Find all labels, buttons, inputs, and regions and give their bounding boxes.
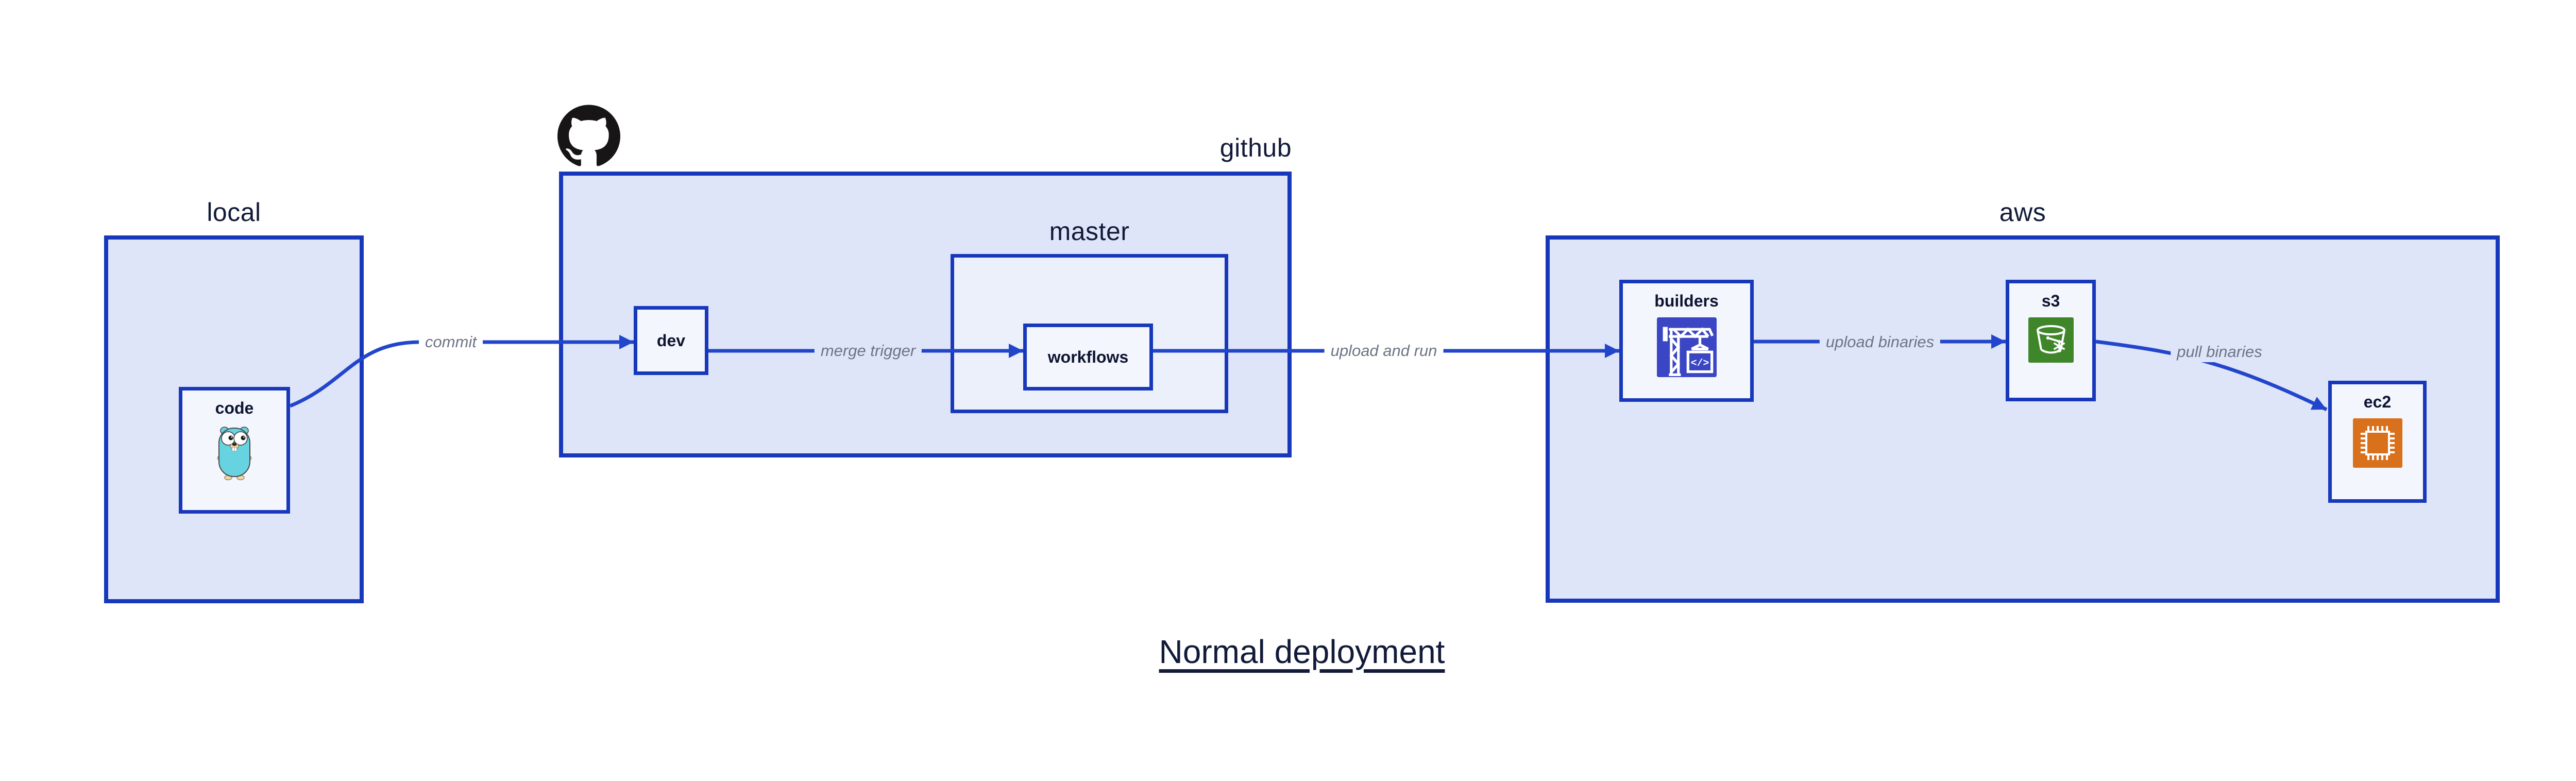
diagram-title: Normal deployment — [1159, 633, 1445, 670]
node-dev: dev — [634, 306, 708, 375]
node-workflows: workflows — [1023, 324, 1153, 390]
node-label-dev: dev — [656, 331, 686, 350]
group-label-aws: aws — [1999, 198, 2046, 227]
node-s3: s3 — [2006, 280, 2096, 401]
svg-text:</>: </> — [1690, 358, 1708, 369]
gopher-icon — [217, 427, 252, 480]
node-ec2: ec2 — [2328, 381, 2427, 503]
node-code: code — [179, 387, 290, 514]
node-builders: builders </> — [1619, 280, 1754, 402]
edge-label-pull-binaries: pull binaries — [2171, 342, 2268, 362]
ec2-chip-icon — [2352, 418, 2402, 468]
node-label-code: code — [215, 399, 254, 417]
github-octocat-icon — [557, 105, 620, 166]
group-label-github: github — [1219, 133, 1292, 162]
edge-label-upload-binaries: upload binaries — [1819, 332, 1941, 352]
edge-label-merge-trigger: merge trigger — [814, 341, 922, 361]
edge-label-commit: commit — [419, 332, 483, 352]
group-label-local: local — [207, 198, 261, 227]
node-label-s3: s3 — [2041, 292, 2060, 310]
s3-bucket-icon — [2028, 317, 2074, 363]
group-label-master: master — [1049, 217, 1130, 246]
edge-label-upload-and-run: upload and run — [1324, 341, 1444, 361]
codebuild-crane-icon: </> — [1656, 317, 1717, 377]
node-label-builders: builders — [1654, 292, 1719, 310]
node-label-workflows: workflows — [1047, 348, 1129, 366]
node-label-ec2: ec2 — [2363, 393, 2392, 411]
